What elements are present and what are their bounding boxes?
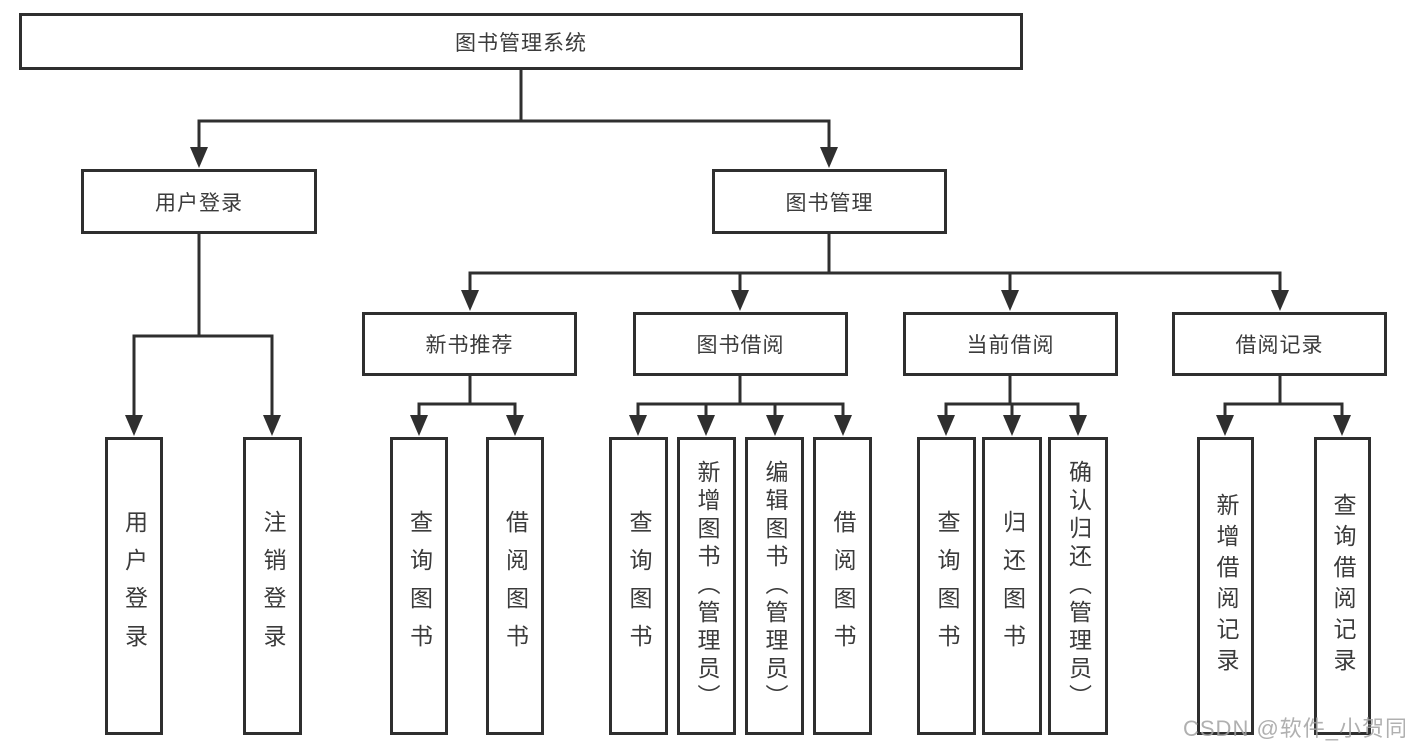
leaf-query-books-3-label: 查询图书	[934, 510, 960, 662]
leaf-confirm-return-admin: 确认归还（管理员）	[1048, 437, 1108, 735]
leaf-query-books-1: 查询图书	[390, 437, 448, 735]
arrowhead	[1216, 415, 1234, 436]
leaf-user-login: 用户登录	[105, 437, 163, 735]
node-current-borrow: 当前借阅	[903, 312, 1118, 376]
arrowhead	[506, 415, 524, 436]
node-book-management-label: 图书管理	[785, 191, 874, 215]
arrowhead	[125, 415, 143, 436]
arrowhead	[731, 290, 749, 311]
leaf-user-login-label: 用户登录	[121, 510, 148, 662]
arrowhead	[697, 415, 715, 436]
arrowhead	[629, 415, 647, 436]
node-new-book-recommend-label: 新书推荐	[425, 334, 514, 357]
leaf-query-books-3: 查询图书	[917, 437, 976, 735]
leaf-borrow-books-2-label: 借阅图书	[830, 510, 856, 662]
node-new-book-recommend: 新书推荐	[362, 312, 577, 376]
leaf-borrow-books-1: 借阅图书	[486, 437, 544, 735]
node-book-management: 图书管理	[712, 169, 947, 234]
leaf-query-borrow-record-label: 查询借阅记录	[1330, 493, 1356, 679]
arrowhead	[263, 415, 281, 436]
node-user-login: 用户登录	[81, 169, 317, 234]
arrowhead	[410, 415, 428, 436]
leaf-edit-book-admin: 编辑图书（管理员）	[745, 437, 804, 735]
leaf-borrow-books-1-label: 借阅图书	[502, 510, 529, 662]
leaf-return-book: 归还图书	[982, 437, 1042, 735]
arrowhead	[834, 415, 852, 436]
arrowhead	[820, 147, 838, 168]
arrowhead	[1003, 415, 1021, 436]
leaf-confirm-return-admin-label: 确认归还（管理员）	[1065, 460, 1092, 712]
arrowhead	[1001, 290, 1019, 311]
leaf-add-borrow-record: 新增借阅记录	[1197, 437, 1254, 735]
leaf-query-borrow-record: 查询借阅记录	[1314, 437, 1371, 735]
leaf-query-books-2-label: 查询图书	[626, 510, 652, 662]
leaf-logout: 注销登录	[243, 437, 302, 735]
node-book-borrow-label: 图书借阅	[696, 334, 785, 357]
arrowhead	[937, 415, 955, 436]
node-user-login-label: 用户登录	[155, 191, 243, 215]
arrowhead	[1333, 415, 1351, 436]
arrowhead	[766, 415, 784, 436]
node-current-borrow-label: 当前借阅	[966, 334, 1055, 357]
node-borrow-records-label: 借阅记录	[1235, 334, 1324, 357]
leaf-logout-label: 注销登录	[260, 510, 286, 662]
arrowhead	[190, 147, 208, 168]
root-label: 图书管理系统	[455, 31, 587, 55]
watermark: CSDN @软件_小贺同学	[1183, 716, 1405, 741]
arrowhead	[1271, 290, 1289, 311]
leaf-borrow-books-2: 借阅图书	[813, 437, 872, 735]
leaf-add-book-admin-label: 新增图书（管理员）	[694, 460, 720, 712]
arrowhead	[1069, 415, 1087, 436]
leaf-add-book-admin: 新增图书（管理员）	[677, 437, 736, 735]
leaf-edit-book-admin-label: 编辑图书（管理员）	[762, 460, 788, 712]
node-book-borrow: 图书借阅	[633, 312, 848, 376]
leaf-query-books-1-label: 查询图书	[406, 510, 433, 662]
arrowhead	[461, 290, 479, 311]
leaf-return-book-label: 归还图书	[999, 510, 1026, 662]
leaf-query-books-2: 查询图书	[609, 437, 668, 735]
leaf-add-borrow-record-label: 新增借阅记录	[1213, 493, 1239, 679]
node-borrow-records: 借阅记录	[1172, 312, 1387, 376]
root-box: 图书管理系统	[19, 13, 1023, 70]
